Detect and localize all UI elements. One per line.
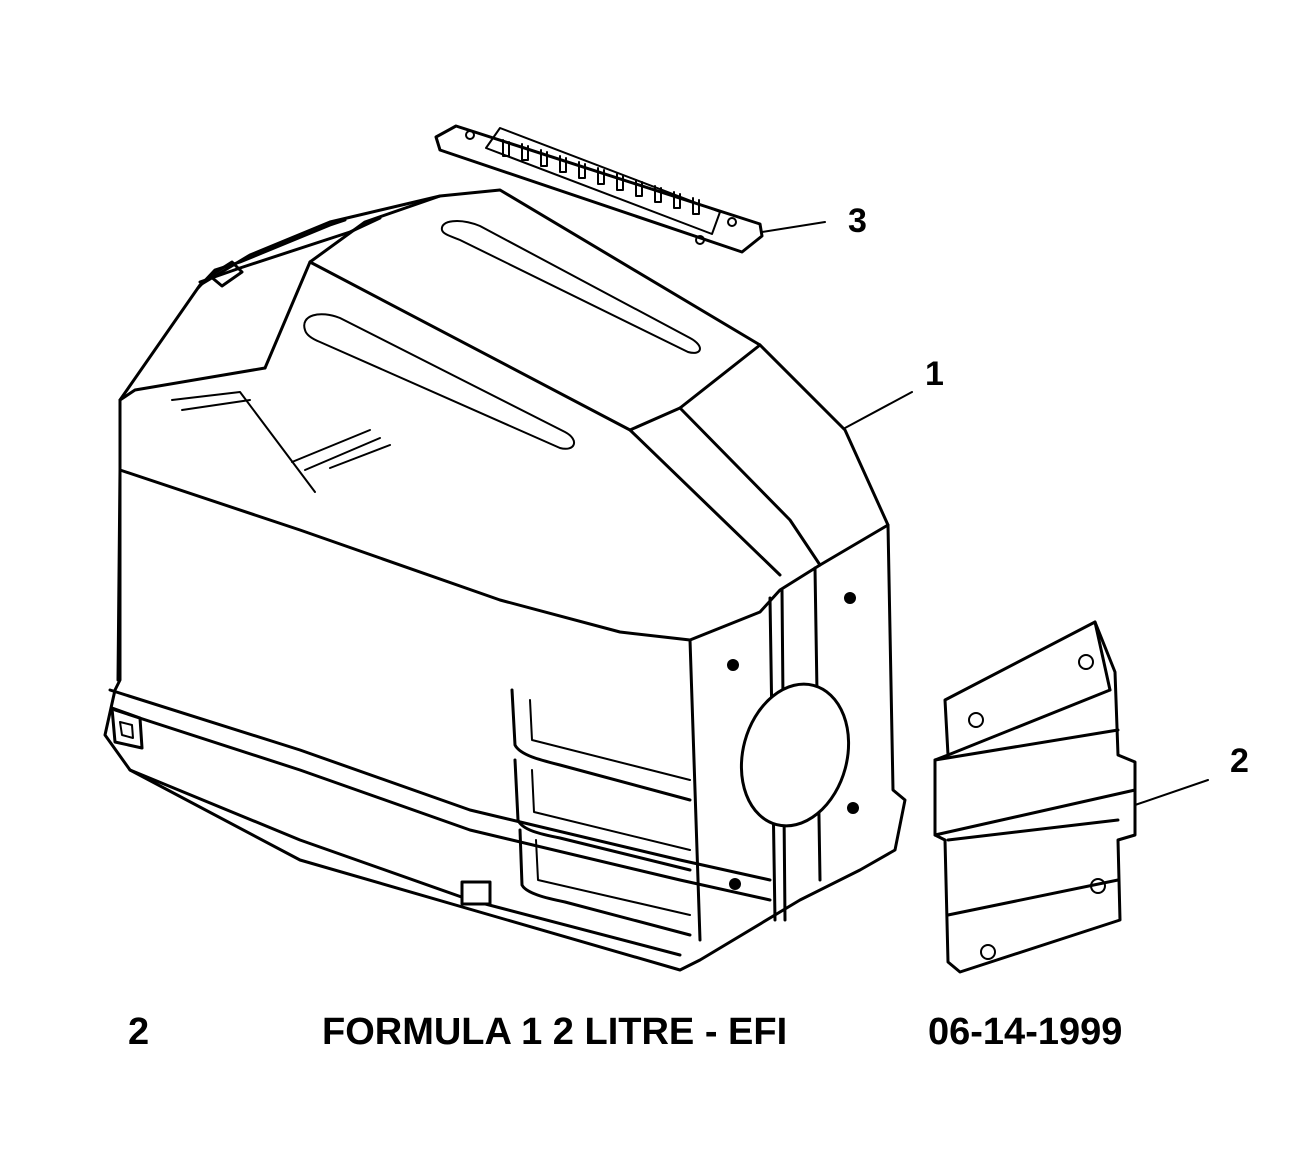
callout-part2: 2 bbox=[1230, 742, 1249, 780]
callout-part1: 1 bbox=[925, 355, 944, 393]
callout-part3: 3 bbox=[848, 202, 867, 240]
footer-page-number: 2 bbox=[128, 1011, 150, 1053]
footer-date: 06-14-1999 bbox=[928, 1011, 1123, 1053]
leader-line-part2 bbox=[1134, 779, 1209, 806]
leader-line-part3 bbox=[761, 221, 826, 233]
vent-grille-plate bbox=[434, 124, 764, 254]
footer-title: FORMULA 1 2 LITRE - EFI bbox=[322, 1011, 788, 1053]
leader-line-part1 bbox=[844, 391, 913, 429]
engine-cowl bbox=[103, 188, 907, 972]
side-bracket bbox=[933, 620, 1137, 974]
